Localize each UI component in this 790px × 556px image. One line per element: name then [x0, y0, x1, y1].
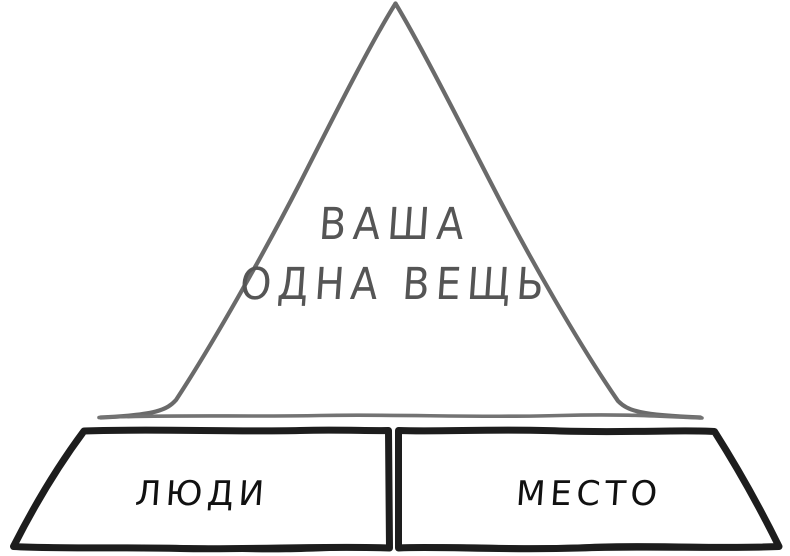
apex-label-line-1: ВАША — [317, 199, 473, 250]
foundation-block-right-label: МЕСТО — [514, 474, 664, 514]
foundation-block-left-label: ЛЮДИ — [133, 474, 271, 514]
apex-label: ВАША ОДНА ВЕЩЬ — [0, 196, 790, 314]
triangle-right-edge — [393, 1, 703, 420]
foundation-block-right — [395, 426, 783, 553]
apex-label-line-2: ОДНА ВЕЩЬ — [238, 259, 552, 310]
right-block-bottom-jitter — [397, 543, 780, 551]
triangle-shape — [97, 1, 704, 420]
left-block-bottom-jitter — [13, 543, 391, 553]
foundation-block-left — [10, 426, 393, 553]
triangle-base-edge — [97, 413, 704, 420]
triangle-left-edge — [98, 1, 398, 420]
